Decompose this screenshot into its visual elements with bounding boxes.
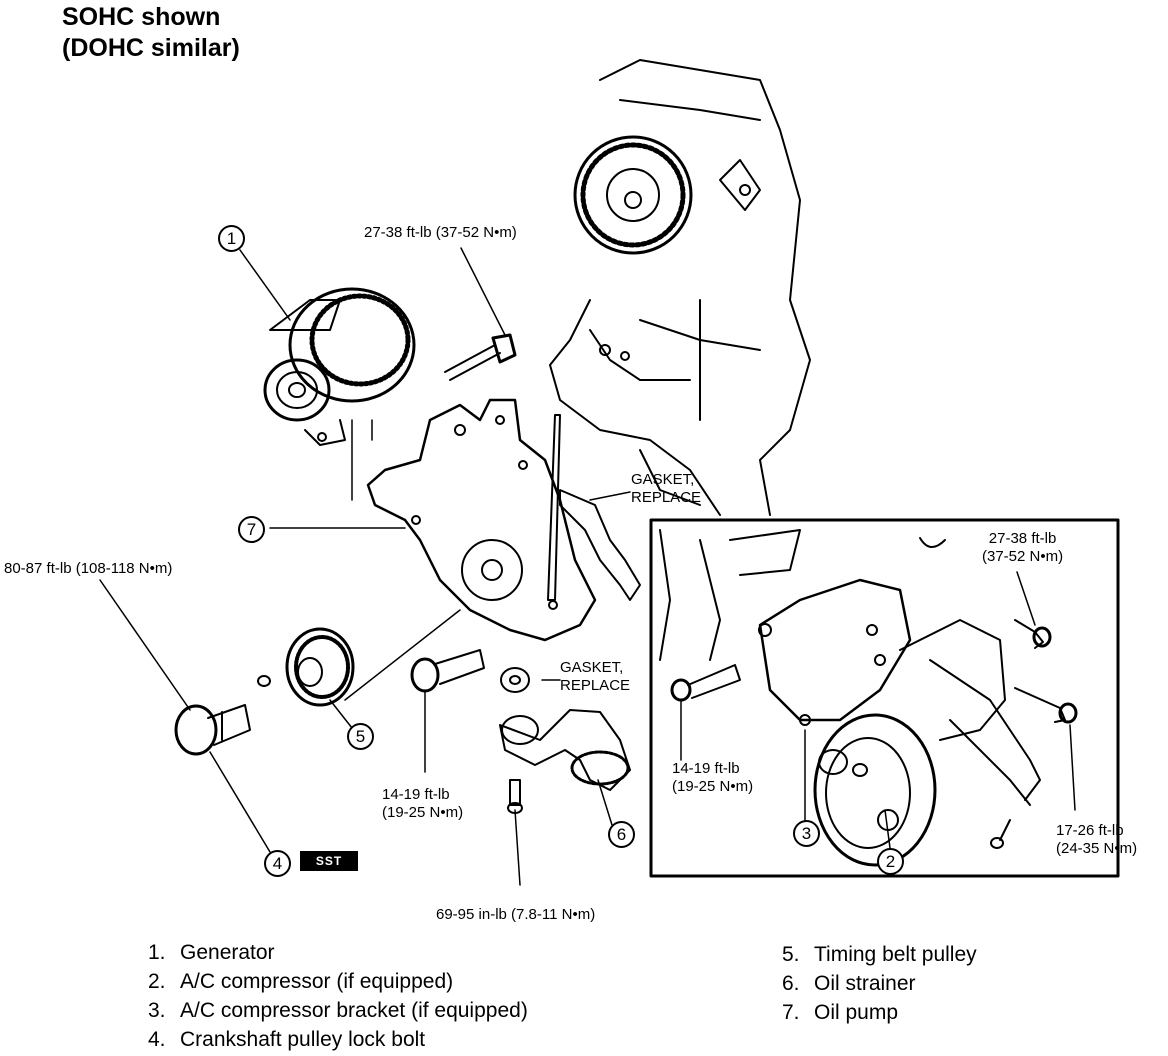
legend-left: 1.Generator 2.A/C compressor (if equippe… [148, 938, 528, 1054]
strainer-gasket-drawing [500, 667, 530, 693]
crankshaft-bolt-drawing [174, 704, 251, 756]
gasket-label-strainer-line-1: GASKET, [560, 659, 624, 676]
ac-compressor-drawing [659, 529, 1041, 867]
callout-6: 6 [608, 821, 635, 848]
callout-7: 7 [238, 516, 265, 543]
ac-bolts-drawing [670, 619, 1078, 724]
legend-item-1: 1.Generator [148, 941, 275, 964]
torque-ac-right-line-1: 17-26 ft-lb [1056, 822, 1124, 839]
torque-ac-left: 14-19 ft-lb (19-25 N•m) [672, 760, 753, 796]
legend-item-2: 2.A/C compressor (if equipped) [148, 970, 454, 993]
torque-ac-upper: 27-38 ft-lb (37-52 N•m) [982, 530, 1063, 566]
torque-crank-bolt: 80-87 ft-lb (108-118 N•m) [4, 560, 173, 577]
callout-5: 5 [347, 723, 374, 750]
callout-2: 2 [877, 848, 904, 875]
title-line-1: SOHC shown [62, 3, 221, 31]
legend-item-4: 4.Crankshaft pulley lock bolt [148, 1028, 426, 1051]
generator-drawing [263, 287, 416, 446]
ac-leader-lines [680, 571, 1076, 849]
leader-lines [99, 247, 631, 886]
oil-pump-drawing [366, 398, 597, 642]
oil-strainer-drawing [499, 709, 631, 814]
torque-ac-right-line-2: (24-35 N•m) [1056, 840, 1138, 857]
legend-item-5: 5.Timing belt pulley [782, 943, 977, 966]
camshaft-sprocket-drawing [573, 135, 693, 255]
torque-pump-bolt: 14-19 ft-lb (19-25 N•m) [382, 786, 463, 822]
gasket-label-strainer-line-2: REPLACE [560, 677, 631, 694]
gasket-label-pump-line-1: GASKET, [631, 471, 695, 488]
gasket-label-pump: GASKET, REPLACE [631, 471, 701, 507]
generator-bolt-drawing [444, 333, 517, 381]
legend-item-3: 3.A/C compressor bracket (if equipped) [148, 999, 528, 1022]
oil-pump-bolt-drawing [410, 649, 485, 693]
torque-strainer-bolt: 69-95 in-lb (7.8-11 N•m) [436, 906, 596, 923]
legend-item-7: 7.Oil pump [782, 1001, 899, 1024]
legend-right: 5.Timing belt pulley 6.Oil strainer 7.Oi… [782, 940, 977, 1027]
gasket-label-strainer: GASKET, REPLACE [560, 659, 630, 695]
timing-belt-pulley-drawing [257, 627, 355, 707]
torque-ac-right: 17-26 ft-lb (24-35 N•m) [1056, 822, 1137, 858]
legend-item-6: 6.Oil strainer [782, 972, 916, 995]
callout-4: 4 [264, 850, 291, 877]
sst-badge: SST [300, 851, 358, 871]
torque-ac-upper-line-2: (37-52 N•m) [982, 548, 1064, 565]
oil-pump-gasket-drawing [559, 489, 641, 601]
torque-pump-bolt-line-1: 14-19 ft-lb [382, 786, 450, 803]
torque-generator-bolt: 27-38 ft-lb (37-52 N•m) [364, 224, 517, 241]
callout-3: 3 [793, 820, 820, 847]
torque-pump-bolt-line-2: (19-25 N•m) [382, 804, 464, 821]
title-line-2: (DOHC similar) [62, 34, 240, 62]
torque-ac-upper-line-1: 27-38 ft-lb [988, 530, 1057, 547]
diagram-title: SOHC shown (DOHC similar) [62, 2, 240, 64]
torque-ac-left-line-2: (19-25 N•m) [672, 778, 754, 795]
gasket-label-pump-line-2: REPLACE [631, 489, 702, 506]
callout-1: 1 [218, 225, 245, 252]
ac-inset-frame [649, 518, 1120, 878]
engine-block-drawing [549, 59, 811, 516]
torque-ac-left-line-1: 14-19 ft-lb [672, 760, 740, 777]
